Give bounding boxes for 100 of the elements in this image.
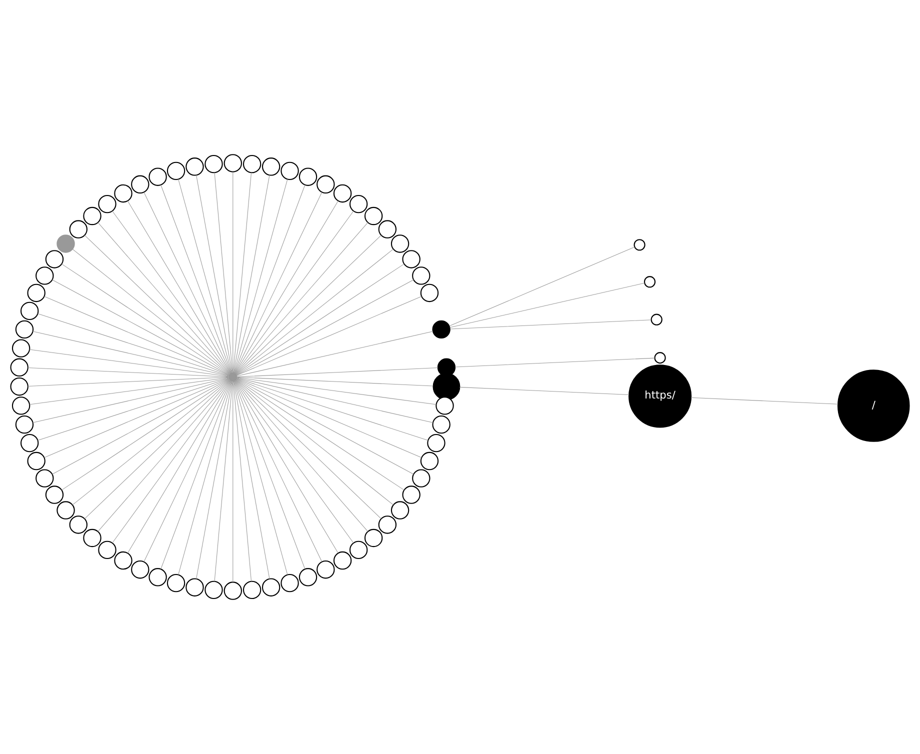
node-circle [83,528,102,548]
node-circle [242,154,262,174]
connector [236,368,438,378]
connector [236,376,434,386]
node-circle [644,276,656,288]
node-circle [432,415,450,434]
node-circle [402,250,420,268]
node-circle [420,284,439,302]
connector [235,379,382,520]
node-circle [12,339,30,358]
connector [196,174,232,374]
connector [234,380,322,562]
connector [178,178,232,374]
node-circle [10,358,28,377]
connector [61,264,230,376]
node-circle [114,551,132,570]
node-circle [224,582,242,600]
connector [127,200,232,374]
node-circle [148,568,167,586]
connector [44,296,230,376]
connector [72,248,230,375]
node-circle [148,168,167,186]
connector [233,380,270,580]
connector [37,313,230,376]
node-circle [436,396,454,415]
connector [235,234,382,375]
connector [454,358,655,368]
connector [232,172,252,374]
connector [236,378,414,474]
connector [234,380,306,570]
connector [236,378,422,458]
node-circle [650,314,662,326]
connector [236,378,404,490]
node-circle [186,158,204,176]
connector [236,379,394,506]
connector [234,380,338,554]
node-circle [378,516,397,534]
connector [236,264,404,376]
node-circle [402,486,420,504]
node-circle [333,184,352,203]
node-circle [412,266,430,285]
connector [235,380,368,532]
connector [236,331,434,376]
connector [232,172,234,374]
connector [449,246,635,326]
node-circle [69,516,88,534]
node-circle [98,540,116,560]
connector [52,280,230,376]
connector [236,296,422,376]
node-circle [45,486,64,504]
node-circle [634,239,646,251]
node-circle [27,284,46,302]
connector [234,178,288,374]
connector [29,377,230,405]
node-circle [432,372,460,400]
node-circle [36,266,54,285]
connector [72,379,230,506]
connector [84,234,230,375]
node-circle [280,162,299,180]
node-circle [186,578,204,596]
connector [450,282,645,328]
node-circle [27,452,46,470]
connector [28,368,230,378]
connector [29,349,230,377]
connector [44,378,230,458]
connector [214,380,233,582]
node-circle [316,175,335,194]
connector [127,380,232,554]
node-circle [83,206,102,226]
connector [236,378,434,423]
node-circle [224,154,242,172]
connector [233,174,270,374]
connector [234,192,322,374]
connector [37,378,230,441]
node-circle [166,574,186,592]
connector [196,380,232,580]
node-circle [437,358,456,377]
connector [112,380,231,544]
node-circle: https/ [628,364,692,428]
connector [234,380,288,576]
node-circle [15,320,34,339]
connector [235,222,368,374]
connector [144,192,232,374]
node-circle [242,580,262,600]
connector [236,377,436,405]
node-circle [20,434,39,452]
connector [234,380,354,544]
node-circle [12,396,30,415]
node-circle [114,184,132,203]
node-circle [204,580,223,600]
connector [32,331,230,376]
node-circle [262,578,280,596]
node-circle [204,154,223,174]
connector [178,380,232,576]
node-circle [364,528,383,548]
connector [52,378,230,474]
node-circle [166,162,186,180]
connector [28,376,230,386]
node-circle [98,194,116,214]
node-circle [20,302,39,320]
